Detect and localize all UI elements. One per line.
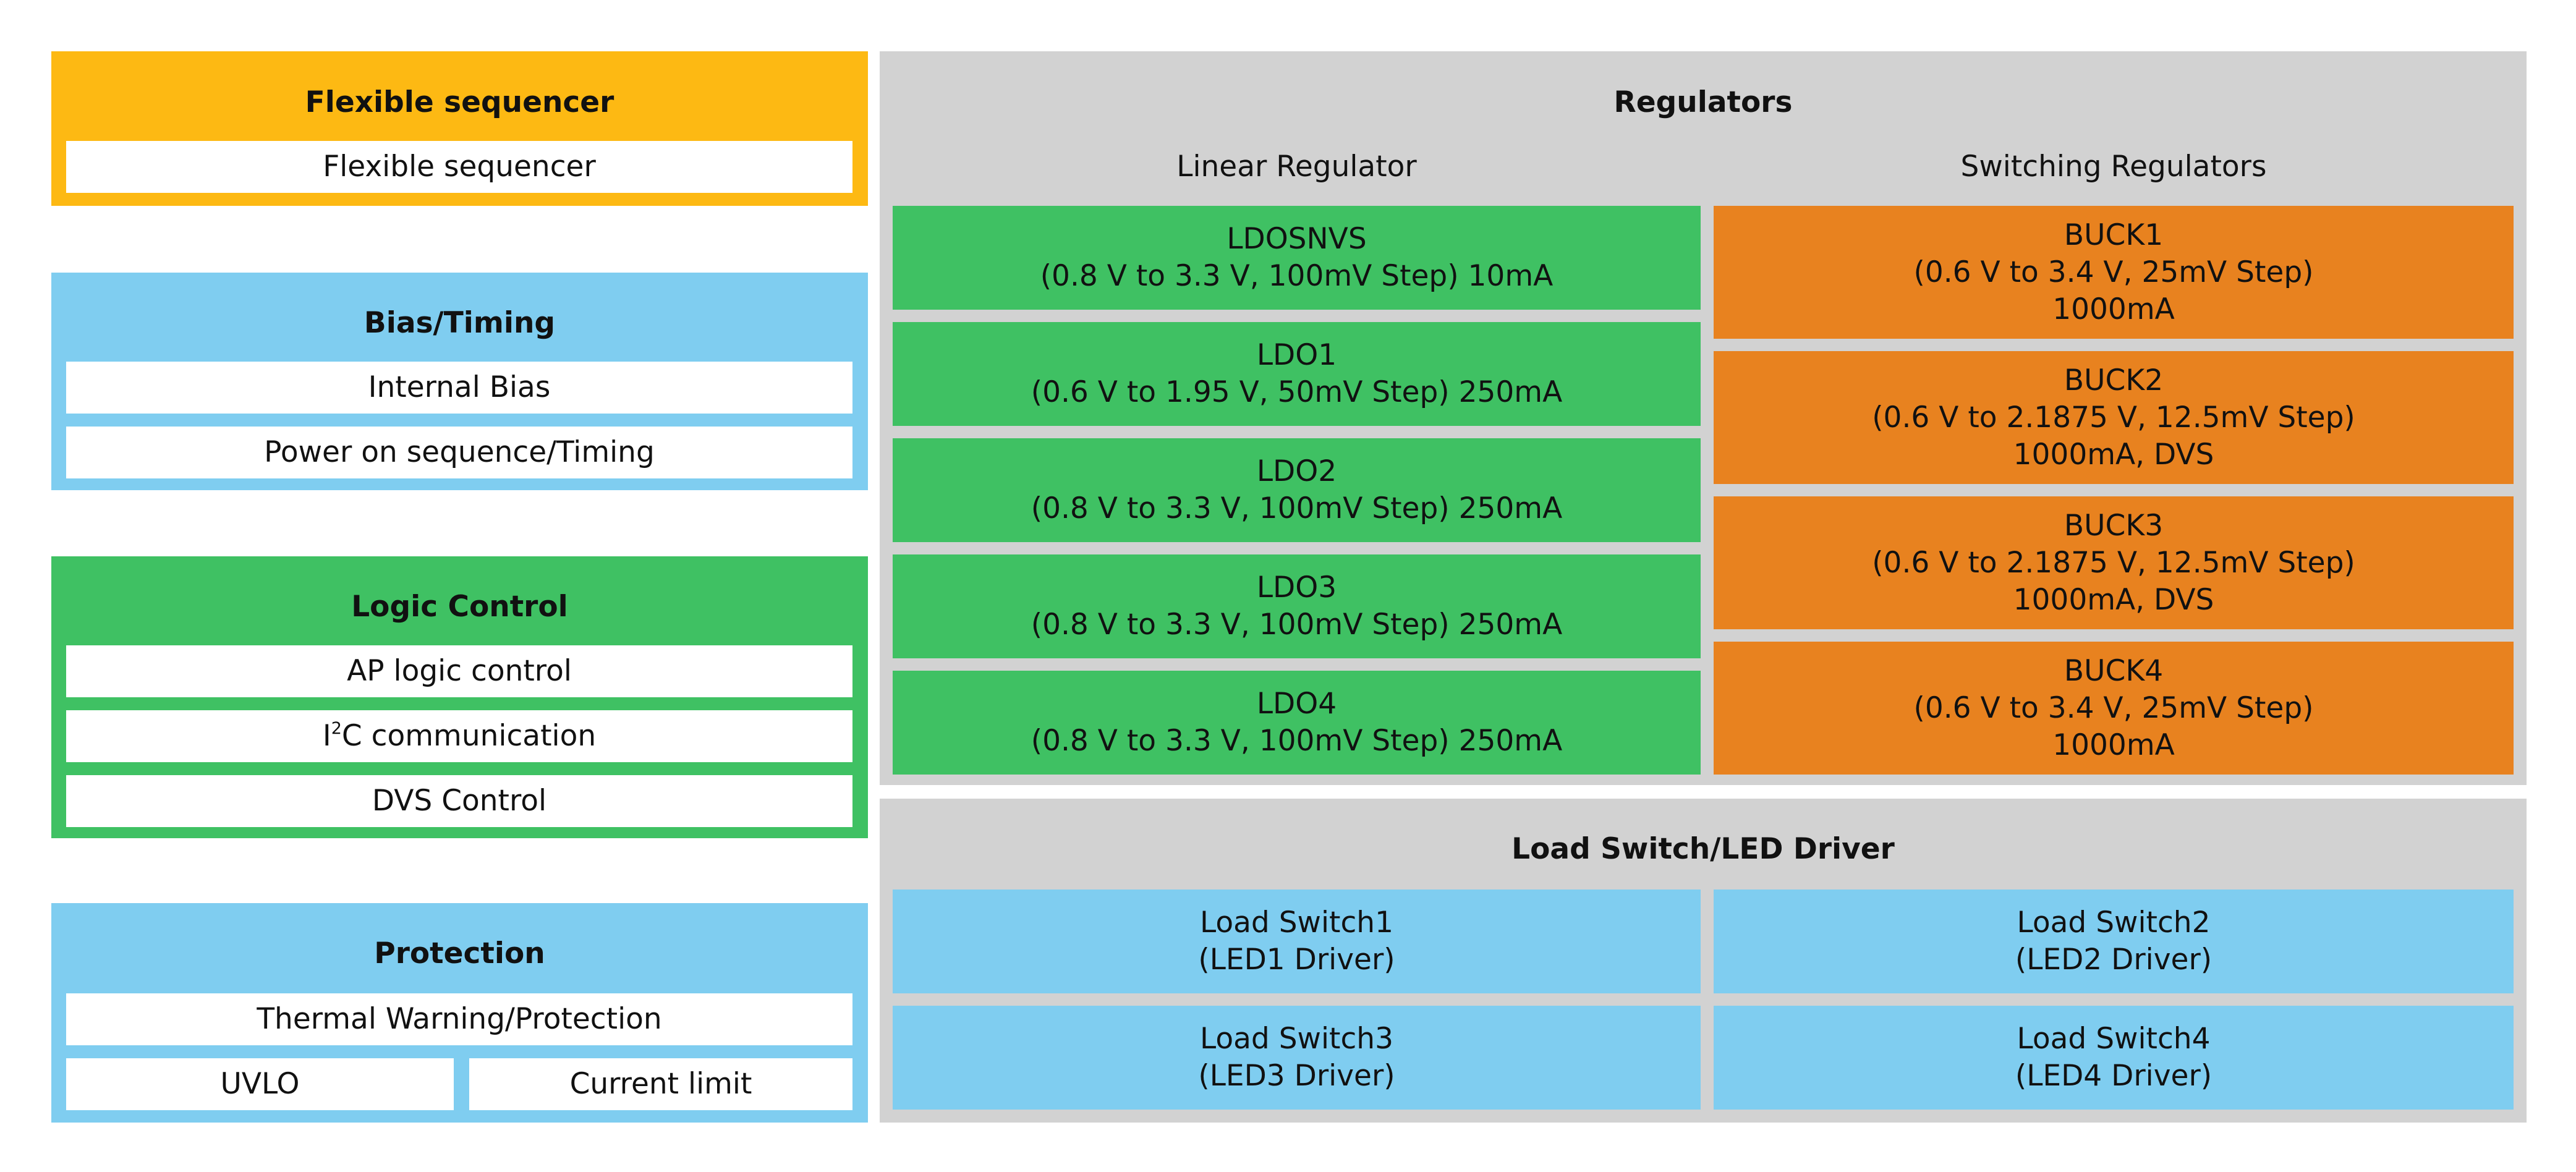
- ap-logic-control-item: AP logic control: [66, 645, 852, 697]
- load-switch4-block: Load Switch4 (LED4 Driver): [1714, 1006, 2514, 1110]
- buck1-block: BUCK1 (0.6 V to 3.4 V, 25mV Step) 1000mA: [1714, 206, 2514, 339]
- i2c-superscript: 2: [331, 719, 342, 739]
- ldo1-block: LDO1 (0.6 V to 1.95 V, 50mV Step) 250mA: [893, 322, 1701, 426]
- sequencer-title: Flexible sequencer: [305, 85, 614, 119]
- ldo3-block: LDO3 (0.8 V to 3.3 V, 100mV Step) 250mA: [893, 554, 1701, 658]
- ldo2-block: LDO2 (0.8 V to 3.3 V, 100mV Step) 250mA: [893, 438, 1701, 542]
- i2c-communication-item: I2C communication: [66, 710, 852, 762]
- protection-title: Protection: [374, 936, 545, 970]
- current-limit-label: Current limit: [569, 1067, 752, 1101]
- buck2-block: BUCK2 (0.6 V to 2.1875 V, 12.5mV Step) 1…: [1714, 351, 2514, 484]
- linear-regulator-column: LDOSNVS (0.8 V to 3.3 V, 100mV Step) 10m…: [893, 206, 1701, 775]
- bias-timing-panel: Bias/Timing Internal Bias Power on seque…: [51, 273, 868, 490]
- ldo4-block: LDO4 (0.8 V to 3.3 V, 100mV Step) 250mA: [893, 671, 1701, 775]
- thermal-warning-label: Thermal Warning/Protection: [257, 1002, 662, 1036]
- buck1-rating: 1000mA: [2052, 292, 2175, 326]
- load-switch2-name: Load Switch2: [2017, 906, 2211, 940]
- ldo2-spec: (0.8 V to 3.3 V, 100mV Step) 250mA: [1031, 491, 1563, 525]
- protection-panel: Protection Thermal Warning/Protection UV…: [51, 903, 868, 1123]
- switching-regulators-title: Switching Regulators: [1960, 150, 2267, 184]
- ap-logic-control-label: AP logic control: [347, 654, 572, 688]
- load-switch1-sub: (LED1 Driver): [1198, 943, 1395, 977]
- bias-timing-title: Bias/Timing: [363, 306, 556, 340]
- buck4-spec: (0.6 V to 3.4 V, 25mV Step): [1913, 690, 2314, 725]
- buck3-spec: (0.6 V to 2.1875 V, 12.5mV Step): [1872, 545, 2355, 580]
- sequencer-item-label: Flexible sequencer: [323, 150, 596, 184]
- ldo1-name: LDO1: [1256, 338, 1337, 372]
- dvs-control-label: DVS Control: [372, 784, 547, 818]
- switching-regulators-column: BUCK1 (0.6 V to 3.4 V, 25mV Step) 1000mA…: [1714, 206, 2514, 775]
- buck2-rating: 1000mA, DVS: [2013, 437, 2214, 472]
- load-switch2-sub: (LED2 Driver): [2015, 943, 2213, 977]
- linear-regulator-title: Linear Regulator: [1176, 150, 1417, 184]
- ldo3-spec: (0.8 V to 3.3 V, 100mV Step) 250mA: [1031, 608, 1563, 642]
- ldosnvs-name: LDOSNVS: [1226, 222, 1367, 256]
- dvs-control-item: DVS Control: [66, 775, 852, 827]
- internal-bias-item: Internal Bias: [66, 362, 852, 414]
- uvlo-item: UVLO: [66, 1058, 454, 1110]
- buck1-name: BUCK1: [2064, 218, 2164, 252]
- power-on-sequence-item: Power on sequence/Timing: [66, 427, 852, 478]
- buck3-rating: 1000mA, DVS: [2013, 582, 2214, 617]
- sequencer-item: Flexible sequencer: [66, 141, 852, 193]
- uvlo-label: UVLO: [220, 1067, 300, 1101]
- logic-control-panel: Logic Control AP logic control I2C commu…: [51, 556, 868, 838]
- regulators-panel: Regulators Linear Regulator Switching Re…: [880, 51, 2527, 785]
- load-switch1-name: Load Switch1: [1200, 906, 1393, 940]
- i2c-communication-label: I2C communication: [322, 719, 597, 753]
- buck3-name: BUCK3: [2064, 508, 2164, 543]
- load-switch3-name: Load Switch3: [1200, 1022, 1393, 1056]
- buck1-spec: (0.6 V to 3.4 V, 25mV Step): [1913, 255, 2314, 289]
- ldo4-spec: (0.8 V to 3.3 V, 100mV Step) 250mA: [1031, 724, 1563, 758]
- load-switch2-block: Load Switch2 (LED2 Driver): [1714, 890, 2514, 993]
- buck4-rating: 1000mA: [2052, 728, 2175, 762]
- ldo4-name: LDO4: [1256, 687, 1337, 721]
- load-switch-title: Load Switch/LED Driver: [1511, 832, 1895, 866]
- load-switch4-name: Load Switch4: [2017, 1022, 2211, 1056]
- power-on-sequence-label: Power on sequence/Timing: [264, 435, 655, 469]
- buck2-spec: (0.6 V to 2.1875 V, 12.5mV Step): [1872, 400, 2355, 435]
- ldosnvs-block: LDOSNVS (0.8 V to 3.3 V, 100mV Step) 10m…: [893, 206, 1701, 310]
- buck2-name: BUCK2: [2064, 363, 2164, 397]
- ldosnvs-spec: (0.8 V to 3.3 V, 100mV Step) 10mA: [1040, 259, 1554, 293]
- regulators-title: Regulators: [1613, 85, 1793, 119]
- current-limit-item: Current limit: [469, 1058, 852, 1110]
- load-switch4-sub: (LED4 Driver): [2015, 1059, 2213, 1093]
- load-switch1-block: Load Switch1 (LED1 Driver): [893, 890, 1701, 993]
- sequencer-panel: Flexible sequencer Flexible sequencer: [51, 51, 868, 206]
- ldo2-name: LDO2: [1256, 454, 1337, 488]
- buck4-name: BUCK4: [2064, 653, 2164, 688]
- ldo1-spec: (0.6 V to 1.95 V, 50mV Step) 250mA: [1031, 375, 1563, 409]
- load-switch-panel: Load Switch/LED Driver Load Switch1 (LED…: [880, 799, 2527, 1123]
- internal-bias-label: Internal Bias: [368, 370, 551, 404]
- load-switch3-block: Load Switch3 (LED3 Driver): [893, 1006, 1701, 1110]
- thermal-warning-item: Thermal Warning/Protection: [66, 993, 852, 1045]
- logic-control-title: Logic Control: [351, 590, 568, 624]
- buck3-block: BUCK3 (0.6 V to 2.1875 V, 12.5mV Step) 1…: [1714, 496, 2514, 629]
- buck4-block: BUCK4 (0.6 V to 3.4 V, 25mV Step) 1000mA: [1714, 642, 2514, 775]
- ldo3-name: LDO3: [1256, 571, 1337, 605]
- load-switch3-sub: (LED3 Driver): [1198, 1059, 1395, 1093]
